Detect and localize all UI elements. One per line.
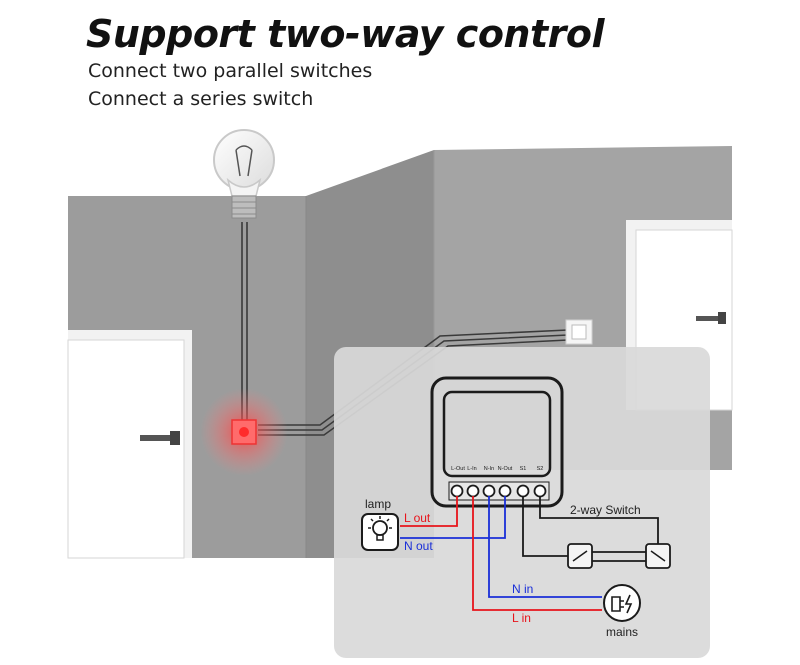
mains-label: mains: [606, 625, 638, 639]
terminal-label: N-Out: [498, 466, 513, 472]
n-in-label: N in: [512, 582, 533, 596]
left-door-handle: [140, 435, 180, 441]
subtitle-series: Connect a series switch: [88, 88, 314, 110]
right-door-handle: [696, 316, 724, 321]
module-outline: [430, 376, 564, 508]
two-way-switch-b: [645, 543, 671, 569]
wire-l-out: [400, 496, 458, 527]
terminal-screws: [448, 481, 550, 501]
wiring-panel: [334, 347, 710, 658]
subtitle-parallel: Connect two parallel switches: [88, 60, 373, 82]
wire-s2: [539, 496, 659, 545]
wall-switch: [565, 319, 593, 345]
terminal-label: S2: [537, 466, 544, 472]
wire-n-in: [488, 496, 602, 598]
terminal-label: S1: [520, 466, 527, 472]
smart-module-glow: [200, 388, 288, 476]
page-title: Support two-way control: [86, 12, 605, 56]
terminal-label: N-In: [484, 466, 494, 472]
lamp-label: lamp: [365, 497, 391, 511]
light-bulb: [213, 129, 275, 219]
terminal-label: L-In: [467, 466, 476, 472]
switch-label: 2-way Switch: [570, 503, 641, 517]
left-door: [67, 330, 192, 559]
wire-l-in: [472, 496, 602, 611]
module-diagram: L-Out L-In N-In N-Out S1 S2: [430, 376, 564, 508]
n-out-label: N out: [404, 539, 433, 553]
mains-plug-icon: [603, 584, 641, 622]
module-inner: [442, 390, 552, 478]
two-way-switch-a: [567, 543, 593, 569]
wire-s1: [522, 496, 568, 557]
l-in-label: L in: [512, 611, 531, 625]
l-out-label: L out: [404, 511, 431, 525]
lamp-icon: [361, 513, 399, 551]
wire-n-out: [400, 496, 506, 539]
terminal-label: L-Out: [451, 466, 465, 472]
wires: [400, 496, 659, 611]
